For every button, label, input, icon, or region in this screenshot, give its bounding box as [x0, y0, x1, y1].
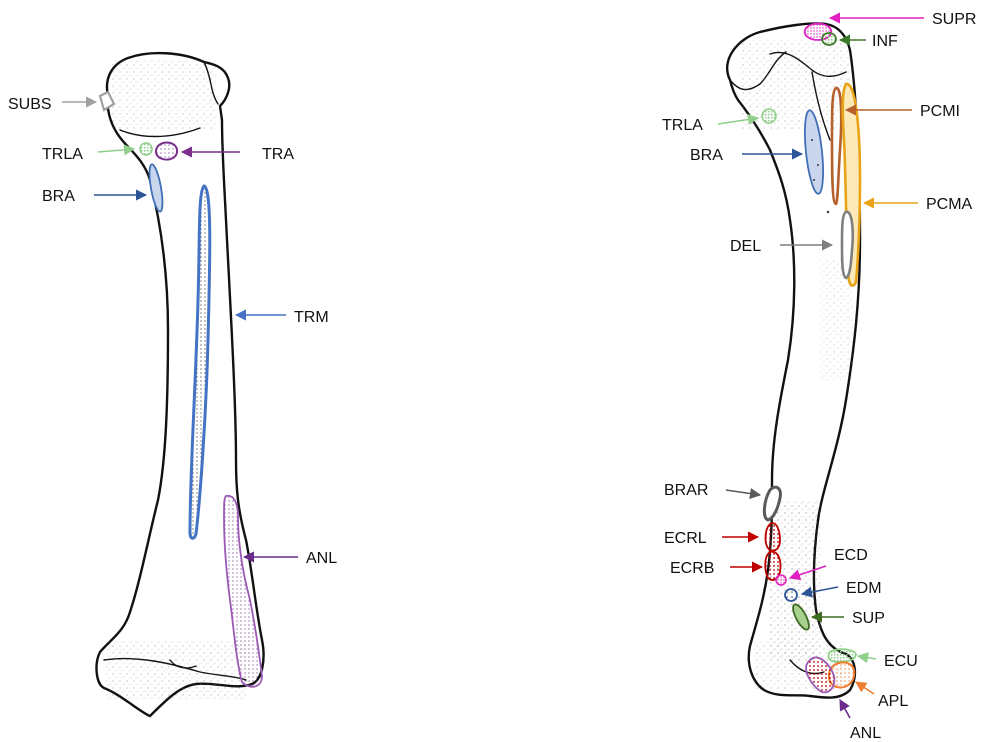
- label-subs: SUBS: [8, 96, 52, 113]
- label-apl: APL: [878, 693, 908, 710]
- label-bra-right: BRA: [690, 147, 723, 164]
- ecrl-attachment: [766, 523, 781, 550]
- label-inf: INF: [872, 33, 898, 50]
- ecu-attachment: [828, 649, 856, 662]
- label-ecrl: ECRL: [664, 530, 707, 547]
- label-tra: TRA: [262, 146, 294, 163]
- del-attachment: [842, 212, 853, 278]
- label-trla-left: TRLA: [42, 146, 83, 163]
- label-ecd: ECD: [834, 547, 868, 564]
- label-bra-left: BRA: [42, 188, 75, 205]
- arrow-anl-right: [840, 700, 850, 718]
- label-anl-right: ANL: [850, 725, 881, 742]
- label-pcmi: PCMI: [920, 103, 960, 120]
- label-supr: SUPR: [932, 11, 976, 28]
- ecd-attachment: [776, 575, 786, 585]
- label-del: DEL: [730, 238, 761, 255]
- inf-attachment: [822, 33, 836, 45]
- right-humerus: [727, 23, 860, 697]
- label-ecrb: ECRB: [670, 560, 714, 577]
- label-brar: BRAR: [664, 482, 708, 499]
- label-sup: SUP: [852, 610, 885, 627]
- edm-attachment: [785, 589, 797, 601]
- trla-attachment-left: [140, 143, 152, 155]
- label-pcma: PCMA: [926, 196, 973, 213]
- label-edm: EDM: [846, 580, 882, 597]
- arrow-apl: [856, 682, 874, 694]
- label-ecu: ECU: [884, 653, 918, 670]
- tra-attachment: [156, 143, 177, 160]
- label-anl-left: ANL: [306, 550, 337, 567]
- arrow-ecu: [858, 656, 876, 659]
- label-trm: TRM: [294, 309, 329, 326]
- arrow-trla-left: [98, 149, 134, 152]
- trla-attachment-right: [762, 109, 776, 123]
- label-trla-right: TRLA: [662, 117, 703, 134]
- arrow-brar: [726, 490, 760, 495]
